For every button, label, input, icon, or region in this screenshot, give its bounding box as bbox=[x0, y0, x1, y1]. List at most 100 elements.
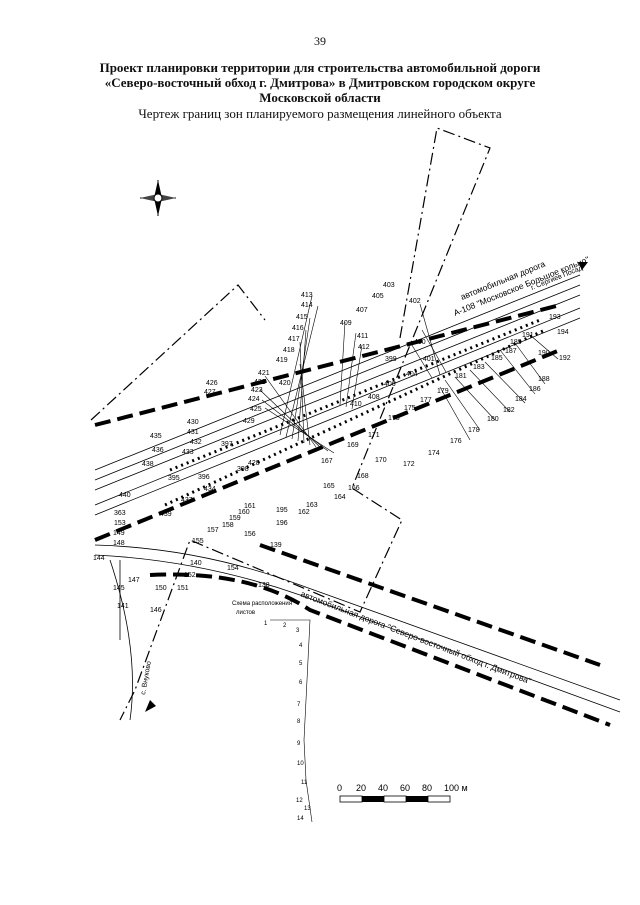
plot-label: 160 bbox=[238, 509, 250, 516]
plot-label: 396 bbox=[198, 474, 210, 481]
plot-label: 163 bbox=[306, 502, 318, 509]
plot-label: 403 bbox=[383, 282, 395, 289]
plot-label: 437 bbox=[181, 497, 193, 504]
plot-label: 196 bbox=[276, 520, 288, 527]
plot-label: 173 bbox=[388, 415, 400, 422]
plot-labels-right: 403 405 402 407 409 411 412 410 408 406 … bbox=[340, 282, 571, 468]
leader-lines-left bbox=[259, 295, 363, 454]
plot-label: 166 bbox=[348, 485, 360, 492]
plot-label: 139 bbox=[270, 542, 282, 549]
scheme-sheet: 13 bbox=[304, 806, 311, 812]
scheme-sheet: 1 bbox=[264, 621, 268, 627]
plot-label: 152 bbox=[184, 572, 196, 579]
plot-label: 162 bbox=[298, 509, 310, 516]
plot-label: 170 bbox=[375, 457, 387, 464]
plot-label: 402 bbox=[409, 298, 421, 305]
scheme-outline bbox=[270, 619, 313, 823]
plot-label: 440 bbox=[119, 492, 131, 499]
axis-markers bbox=[164, 318, 546, 507]
scheme-sheet: 11 bbox=[301, 780, 308, 786]
plot-labels-left: 413 414 415 416 417 418 419 421 422 423 … bbox=[93, 292, 369, 614]
plot-label: 164 bbox=[334, 494, 346, 501]
plot-label: 363 bbox=[114, 510, 126, 517]
plot-label: 419 bbox=[276, 357, 288, 364]
page-number: 39 bbox=[314, 34, 326, 48]
plot-label: 176 bbox=[450, 438, 462, 445]
plot-label: 184 bbox=[515, 396, 527, 403]
plot-label: 425 bbox=[250, 406, 262, 413]
plot-label: 407 bbox=[356, 307, 368, 314]
plot-label: 181 bbox=[455, 373, 467, 380]
plot-label: 413 bbox=[301, 292, 313, 299]
plot-label: 408 bbox=[368, 394, 380, 401]
plot-label: 415 bbox=[296, 314, 308, 321]
plot-label: 151 bbox=[177, 585, 189, 592]
scheme-sheet: 3 bbox=[296, 628, 300, 634]
scale-label: 60 bbox=[400, 783, 410, 793]
plot-label: 161 bbox=[244, 503, 256, 510]
plot-label: 405 bbox=[372, 293, 384, 300]
road-a108-lines bbox=[94, 274, 581, 516]
plot-label: 414 bbox=[301, 302, 313, 309]
scheme-sheet: 14 bbox=[297, 816, 304, 822]
plot-label: 188 bbox=[538, 376, 550, 383]
plot-label: 424 bbox=[248, 396, 260, 403]
plot-label: 432 bbox=[190, 439, 202, 446]
scale-label: 80 bbox=[422, 783, 432, 793]
scheme-sheet: 9 bbox=[297, 741, 301, 747]
plot-label: 156 bbox=[244, 531, 256, 538]
plot-label: 410 bbox=[350, 401, 362, 408]
document-title: Проект планировки территории для строите… bbox=[0, 60, 640, 105]
plot-label: 147 bbox=[128, 577, 140, 584]
title-line-3: Московской области bbox=[259, 90, 381, 105]
scheme-sheet: 6 bbox=[299, 680, 303, 686]
plot-label: 400 bbox=[414, 339, 426, 346]
plot-label: 409 bbox=[340, 320, 352, 327]
plot-label: 430 bbox=[187, 419, 199, 426]
plot-label: 186 bbox=[529, 386, 541, 393]
plot-label: 177 bbox=[420, 397, 432, 404]
plot-label: 168 bbox=[357, 473, 369, 480]
plot-label: 165 bbox=[323, 483, 335, 490]
road-bypass-lines bbox=[94, 543, 621, 727]
plot-label: 418 bbox=[283, 347, 295, 354]
document-subtitle: Чертеж границ зон планируемого размещени… bbox=[138, 106, 502, 121]
title-line-2: «Северо-восточный обход г. Дмитрова» в Д… bbox=[104, 75, 536, 90]
scale-bar: 0 20 40 60 80 100 м bbox=[337, 783, 468, 803]
plot-label: 423 bbox=[251, 387, 263, 394]
leader-lines-right bbox=[409, 303, 559, 441]
plot-label: 426 bbox=[206, 380, 218, 387]
plot-label: 434 bbox=[204, 486, 216, 493]
plot-label: 159 bbox=[229, 515, 241, 522]
plot-label: 138 bbox=[258, 582, 270, 589]
plot-label: 150 bbox=[155, 585, 167, 592]
plot-label: 187 bbox=[505, 348, 517, 355]
plot-label: 193 bbox=[549, 314, 561, 321]
plot-label: 175 bbox=[404, 405, 416, 412]
road-a108-boundaries bbox=[94, 303, 561, 542]
plot-label: 406 bbox=[384, 381, 396, 388]
scheme-sheet: 5 bbox=[299, 661, 303, 667]
scheme-sheet: 2 bbox=[283, 623, 287, 629]
plot-label: 169 bbox=[347, 442, 359, 449]
plot-label: 158 bbox=[222, 522, 234, 529]
plot-label: 404 bbox=[406, 371, 418, 378]
plot-label: 149 bbox=[113, 530, 125, 537]
plot-label: 171 bbox=[368, 432, 380, 439]
plot-label: 153 bbox=[114, 520, 126, 527]
arrow-to-vnukovo-icon bbox=[145, 700, 156, 712]
plot-label: 183 bbox=[473, 364, 485, 371]
plot-label: 435 bbox=[150, 433, 162, 440]
scheme-sheet: 12 bbox=[296, 798, 303, 804]
plot-label: 179 bbox=[437, 388, 449, 395]
plot-label: 191 bbox=[522, 332, 534, 339]
scheme-sheet: 8 bbox=[297, 719, 301, 725]
scheme-sheet: 4 bbox=[299, 643, 303, 649]
scheme-title-line2: листов bbox=[236, 610, 255, 616]
plot-label: 397 bbox=[221, 441, 233, 448]
plot-label: 154 bbox=[227, 565, 239, 572]
road-label-vnukovo: с. Внуково bbox=[140, 661, 153, 696]
title-line-1: Проект планировки территории для строите… bbox=[99, 60, 541, 75]
